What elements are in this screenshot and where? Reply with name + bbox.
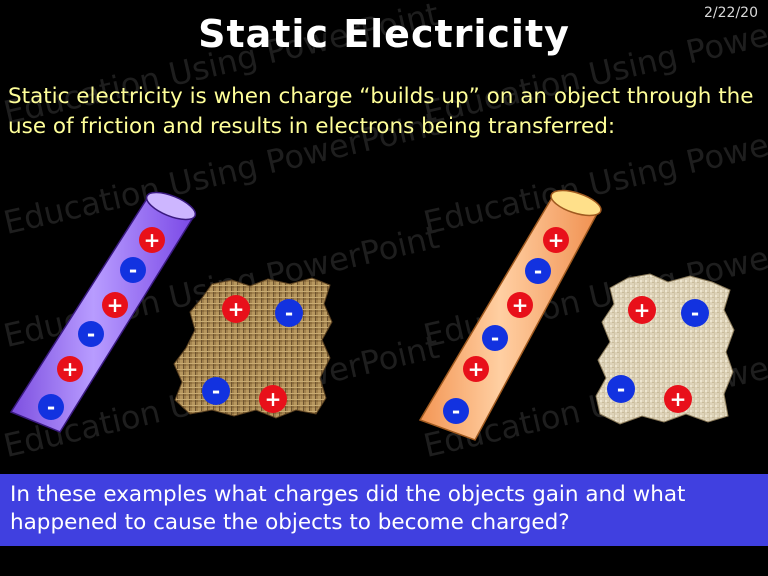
positive-symbol: + <box>265 387 282 411</box>
positive-symbol: + <box>634 298 651 322</box>
charge-positive: + <box>139 227 165 253</box>
negative-symbol: - <box>691 301 699 325</box>
charge-negative: - <box>275 299 303 327</box>
charge-negative: - <box>525 258 551 284</box>
charge-negative: - <box>120 257 146 283</box>
question-banner: In these examples what charges did the o… <box>0 474 768 546</box>
negative-symbol: - <box>212 379 220 403</box>
positive-symbol: + <box>512 293 529 317</box>
negative-symbol: - <box>617 377 625 401</box>
positive-symbol: + <box>468 357 485 381</box>
charge-positive: + <box>57 356 83 382</box>
orange-rod <box>418 189 602 441</box>
intro-text: Static electricity is when charge “build… <box>8 84 754 139</box>
negative-symbol: - <box>129 258 137 282</box>
charge-positive: + <box>628 296 656 324</box>
charge-positive: + <box>102 292 128 318</box>
charge-positive: + <box>664 385 692 413</box>
charge-negative: - <box>443 398 469 424</box>
positive-symbol: + <box>670 387 687 411</box>
charge-positive: + <box>507 292 533 318</box>
charge-positive: + <box>222 295 250 323</box>
positive-symbol: + <box>144 228 161 252</box>
burlap-cloth <box>173 277 333 419</box>
slide-title: Static Electricity <box>198 12 570 56</box>
charge-negative: - <box>78 321 104 347</box>
charge-negative: - <box>38 394 64 420</box>
charge-negative: - <box>607 375 635 403</box>
negative-symbol: - <box>452 399 460 423</box>
negative-symbol: - <box>47 395 55 419</box>
slide-date: 2/22/20 <box>704 5 758 21</box>
negative-symbol: - <box>491 326 499 350</box>
negative-symbol: - <box>285 301 293 325</box>
charge-positive: + <box>463 356 489 382</box>
positive-symbol: + <box>548 228 565 252</box>
positive-symbol: + <box>62 357 79 381</box>
purple-rod <box>9 191 197 433</box>
charge-negative: - <box>202 377 230 405</box>
negative-symbol: - <box>534 259 542 283</box>
positive-symbol: + <box>107 293 124 317</box>
charge-positive: + <box>543 227 569 253</box>
charge-positive: + <box>259 385 287 413</box>
charge-negative: - <box>681 299 709 327</box>
charge-negative: - <box>482 325 508 351</box>
negative-symbol: - <box>87 322 95 346</box>
positive-symbol: + <box>228 297 245 321</box>
